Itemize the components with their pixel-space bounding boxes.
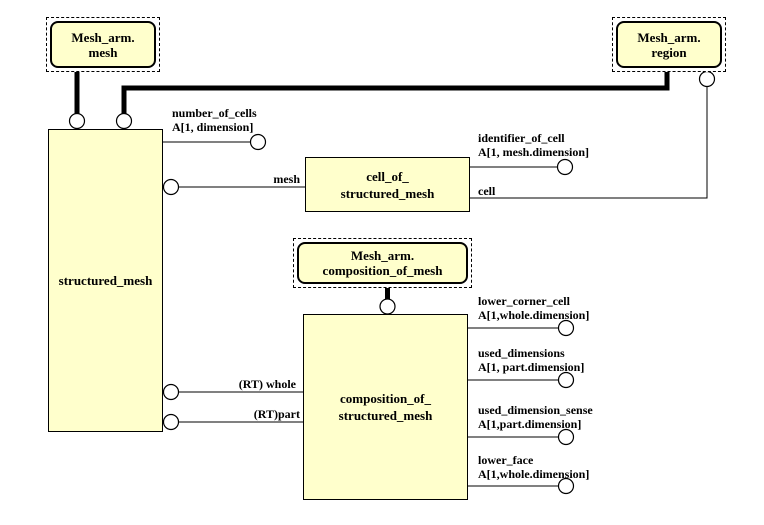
attr-label-number-of-cells: number_of_cells A[1, dimension]: [172, 106, 257, 134]
circle-rt-part-end: [162, 413, 180, 431]
ref-box-mesh-arm-region: Mesh_arm. region: [612, 17, 726, 72]
ref-label-line2: region: [651, 44, 687, 60]
attr-cardinality: A[1, part.dimension]: [478, 360, 585, 374]
attr-name: cell: [478, 184, 496, 198]
attr-label-used-dimensions: used_dimensions A[1, part.dimension]: [478, 346, 584, 374]
entity-label-line2: structured_mesh: [340, 185, 435, 201]
ref-box-mesh-arm-mesh-inner: Mesh_arm. mesh: [50, 21, 156, 68]
circle-composition-ref-end: [379, 298, 396, 315]
attr-label-lower-corner-cell: lower_corner_cell A[1,whole.dimension]: [478, 294, 589, 322]
attr-label-lower-face: lower_face A[1,whole.dimension]: [478, 453, 589, 481]
attr-cardinality: A[1,whole.dimension]: [478, 467, 590, 481]
entity-box-structured-mesh: structured_mesh: [48, 129, 163, 432]
circle-region-ref-end: [115, 112, 133, 130]
attr-name: lower_corner_cell: [478, 294, 570, 308]
attr-name: identifier_of_cell: [478, 131, 565, 145]
attr-label-used-dimension-sense: used_dimension_sense A[1,part.dimension]: [478, 403, 593, 431]
attr-label-identifier-of-cell: identifier_of_cell A[1, mesh.dimension]: [478, 131, 589, 159]
circle-number-of-cells-end: [249, 133, 267, 151]
attr-name: mesh: [273, 172, 300, 186]
ref-label-line2: mesh: [88, 44, 118, 60]
ref-label-line1: Mesh_arm.: [637, 29, 701, 45]
attr-name: used_dimension_sense: [478, 403, 593, 417]
attr-cardinality: A[1,whole.dimension]: [478, 308, 590, 322]
ref-box-mesh-arm-mesh: Mesh_arm. mesh: [46, 17, 160, 72]
circle-identifier-of-cell-end: [556, 158, 574, 176]
attr-name: lower_face: [478, 453, 534, 467]
attr-cardinality: A[1, dimension]: [172, 120, 254, 134]
ref-box-mesh-arm-region-inner: Mesh_arm. region: [616, 21, 722, 68]
circle-used-dimensions-end: [557, 371, 575, 389]
ref-box-mesh-arm-composition-of-mesh: Mesh_arm. composition_of_mesh: [293, 238, 472, 288]
entity-box-composition-of-structured-mesh: composition_of_ structured_mesh: [303, 314, 468, 500]
entity-label-line1: cell_of_: [366, 168, 409, 184]
attr-label-rt-whole: (RT) whole: [198, 377, 296, 391]
circle-rt-whole-end: [162, 383, 180, 401]
thick-line-region-ref: [121, 71, 670, 114]
circle-lower-corner-cell-end: [557, 319, 575, 337]
ref-label-line1: Mesh_arm.: [71, 29, 135, 45]
entity-label-line2: structured_mesh: [338, 408, 433, 423]
attr-name: (RT)part: [253, 407, 300, 421]
circle-mesh-ref-end: [68, 112, 86, 130]
attr-cardinality: A[1,part.dimension]: [478, 417, 582, 431]
entity-label: structured_mesh: [58, 273, 153, 288]
attr-line-cell: [470, 87, 708, 199]
ref-box-mesh-arm-composition-of-mesh-inner: Mesh_arm. composition_of_mesh: [297, 242, 468, 284]
attr-cardinality: A[1, mesh.dimension]: [478, 145, 590, 159]
circle-cell-end: [698, 70, 716, 88]
attr-name: (RT) whole: [238, 377, 296, 391]
circle-lower-face-end: [557, 477, 575, 495]
ref-label-line2: composition_of_mesh: [322, 263, 443, 278]
circle-used-dimension-sense-end: [557, 428, 575, 446]
attr-name: number_of_cells: [172, 106, 257, 120]
entity-label-line1: composition_of_: [340, 391, 431, 406]
entity-box-cell-of-structured-mesh: cell_of_ structured_mesh: [305, 157, 470, 212]
attr-label-cell: cell: [478, 184, 495, 198]
attr-label-mesh: mesh: [200, 172, 300, 186]
attr-label-rt-part: (RT)part: [202, 407, 300, 421]
circle-mesh-end: [162, 178, 180, 196]
attr-name: used_dimensions: [478, 346, 565, 360]
ref-label-line1: Mesh_arm.: [350, 248, 415, 263]
